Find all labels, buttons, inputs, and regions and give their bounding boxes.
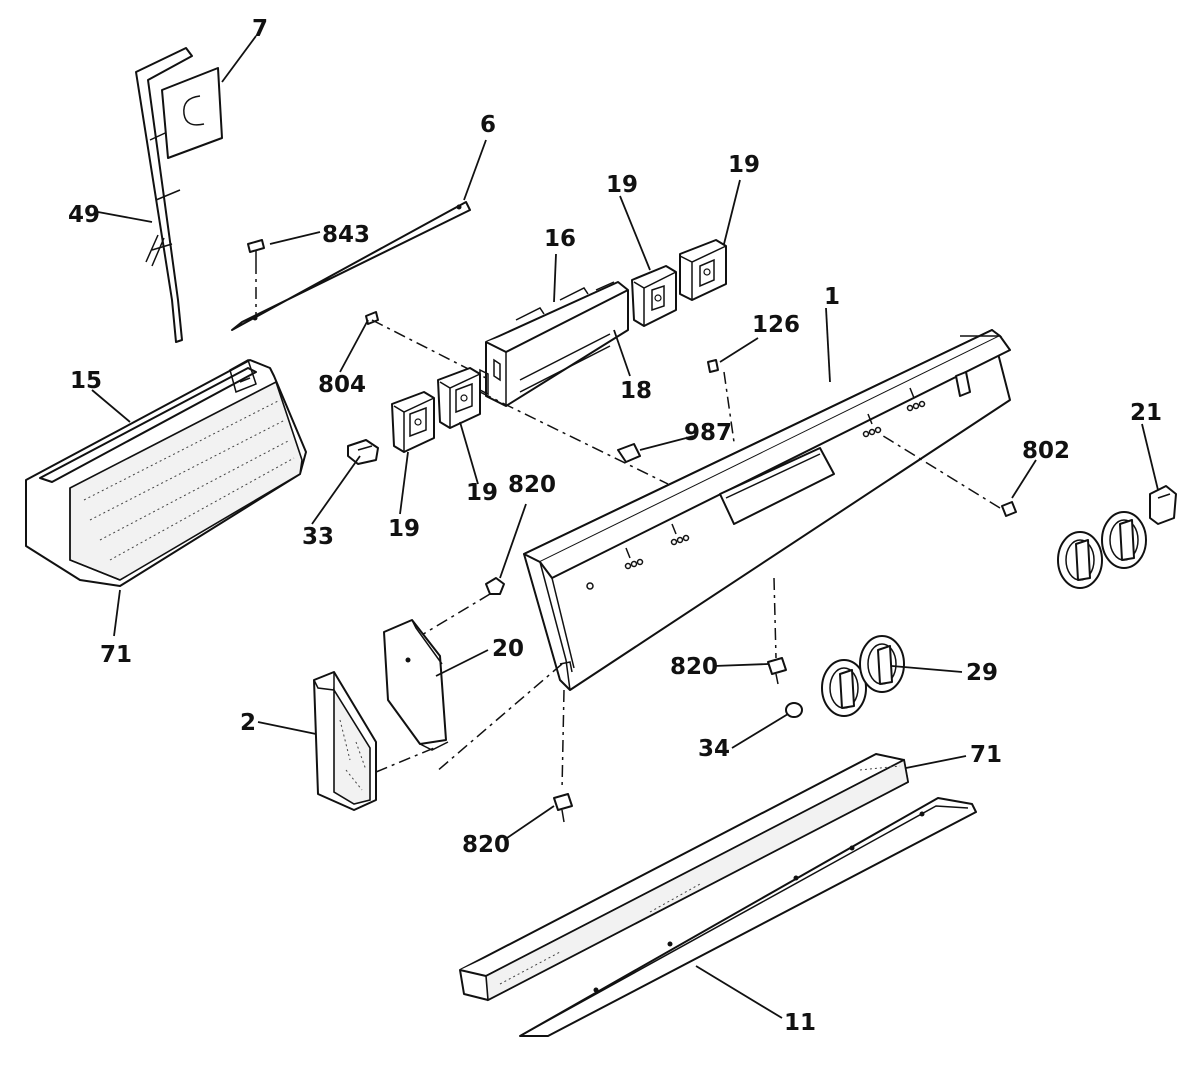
callout-804: 804 (318, 372, 366, 398)
callout-16: 16 (544, 226, 576, 252)
part-19-switch-upper-a (631, 265, 677, 327)
callout-1: 1 (824, 284, 840, 310)
part-20-side-bracket (383, 619, 449, 751)
callout-820-mid: 820 (670, 654, 718, 680)
callout-labels: 7 49 6 843 16 19 19 1 126 804 18 15 987 … (68, 16, 1162, 1036)
callout-19-top-right: 19 (728, 152, 760, 178)
assembly-line-820-mid (773, 577, 777, 659)
part-7-label-plate (161, 67, 223, 159)
callout-6: 6 (480, 112, 496, 138)
callout-19-mid-left: 19 (388, 516, 420, 542)
part-71-trim-strip (459, 753, 909, 1002)
assembly-line-820-low (561, 689, 565, 791)
part-21-rotary-switch (1149, 485, 1177, 525)
callout-29: 29 (966, 660, 998, 686)
part-126-clip (707, 359, 735, 443)
part-19-switch-lower-a (391, 391, 435, 453)
callout-843: 843 (322, 222, 370, 248)
callout-126: 126 (752, 312, 800, 338)
assembly-line-trim (375, 747, 435, 773)
part-820-screw-lower (553, 793, 573, 823)
part-820-screw-upper (419, 577, 505, 637)
part-11-trim-channel (519, 797, 977, 1037)
callout-2: 2 (240, 710, 256, 736)
callout-49: 49 (68, 202, 100, 228)
callout-20: 20 (492, 636, 524, 662)
callout-820-upper: 820 (508, 472, 556, 498)
callout-33: 33 (302, 524, 334, 550)
callout-820-lower: 820 (462, 832, 510, 858)
part-19-switch-lower-b (437, 367, 481, 429)
callout-19-top-left: 19 (606, 172, 638, 198)
callout-19-mid-right: 19 (466, 480, 498, 506)
part-987-clip (617, 443, 641, 463)
part-1-control-panel (523, 329, 1011, 691)
part-843-screw (247, 239, 265, 316)
assembly-line-bracket (435, 663, 563, 773)
part-820-screw-mid (767, 657, 787, 685)
knobs-right (1057, 511, 1147, 589)
leader-lines (91, 35, 1159, 1019)
part-6-rail (231, 201, 471, 331)
callout-18: 18 (620, 378, 652, 404)
part-802-screw (879, 433, 1017, 517)
callout-7: 7 (252, 16, 268, 42)
callout-802: 802 (1022, 438, 1070, 464)
callout-21: 21 (1130, 400, 1162, 426)
part-2-end-trim (313, 671, 377, 811)
part-19-switch-upper-b (679, 239, 727, 301)
callout-15: 15 (70, 368, 102, 394)
callout-71-left: 71 (100, 642, 132, 668)
part-33-connector (347, 439, 379, 465)
part-15-end-housing (25, 358, 307, 587)
callout-11: 11 (784, 1010, 816, 1036)
part-29-knobs (821, 635, 905, 717)
part-16-control-board (479, 281, 629, 407)
assembly-line-control (479, 391, 669, 485)
part-34-bulb (785, 702, 803, 718)
callout-34: 34 (698, 736, 730, 762)
callout-71-bottom: 71 (970, 742, 1002, 768)
callout-987: 987 (684, 420, 732, 446)
